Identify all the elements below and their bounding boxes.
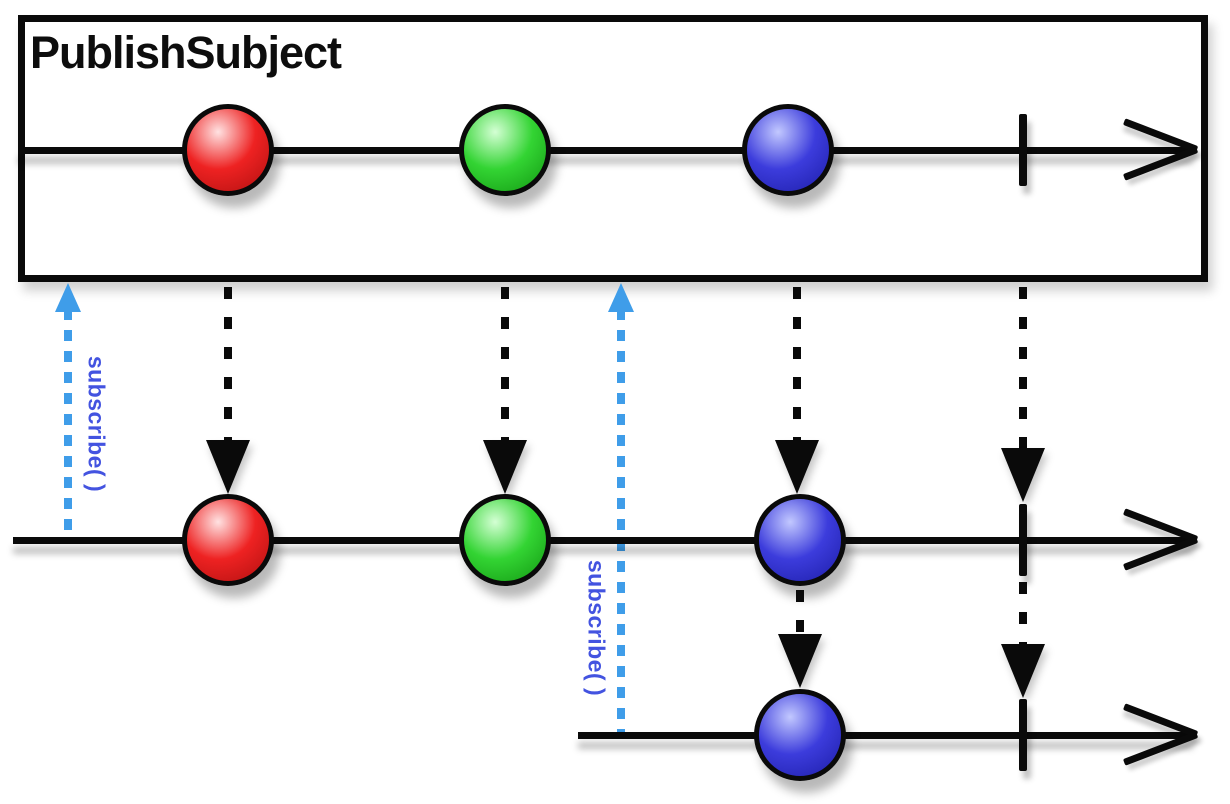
emission-arrow-dash xyxy=(793,287,801,440)
emission-arrowhead xyxy=(206,440,250,494)
emission-arrowhead xyxy=(483,440,527,494)
emission-arrowhead xyxy=(1001,644,1045,698)
emission-arrow-dash xyxy=(796,590,804,634)
source-marble-red xyxy=(182,104,274,196)
diagram-title: PublishSubject xyxy=(30,27,342,78)
subscriber-2-complete-tick xyxy=(1019,699,1027,771)
source-complete-tick xyxy=(1019,114,1027,186)
source-marble-green xyxy=(459,104,551,196)
subscribe-arrowhead xyxy=(608,283,634,312)
emission-arrow-dash xyxy=(1019,287,1027,448)
subscriber-1-marble-red xyxy=(182,494,274,586)
subscriber-2-marble-blue xyxy=(754,689,846,781)
subscribe-arrow-dash xyxy=(64,309,72,538)
source-timeline-line xyxy=(18,147,1193,154)
subscribe-label: subscribe( ) xyxy=(583,559,610,697)
subscribe-arrowhead xyxy=(55,283,81,312)
subscriber-1-complete-tick xyxy=(1019,504,1027,576)
emission-arrowhead xyxy=(775,440,819,494)
subscriber-1-marble-green xyxy=(459,494,551,586)
emission-arrow-dash xyxy=(1019,582,1027,644)
subscriber-1-marble-blue xyxy=(754,494,846,586)
source-marble-blue xyxy=(742,104,834,196)
subscriber-2-timeline-line xyxy=(578,732,1193,739)
subscriber-1-timeline-line xyxy=(13,537,1193,544)
subscribe-arrow-dash xyxy=(617,309,625,733)
emission-arrow-dash xyxy=(224,287,232,440)
emission-arrowhead xyxy=(1001,448,1045,502)
emission-arrow-dash xyxy=(501,287,509,440)
emission-arrowhead xyxy=(778,634,822,688)
subscribe-label: subscribe( ) xyxy=(83,355,110,493)
